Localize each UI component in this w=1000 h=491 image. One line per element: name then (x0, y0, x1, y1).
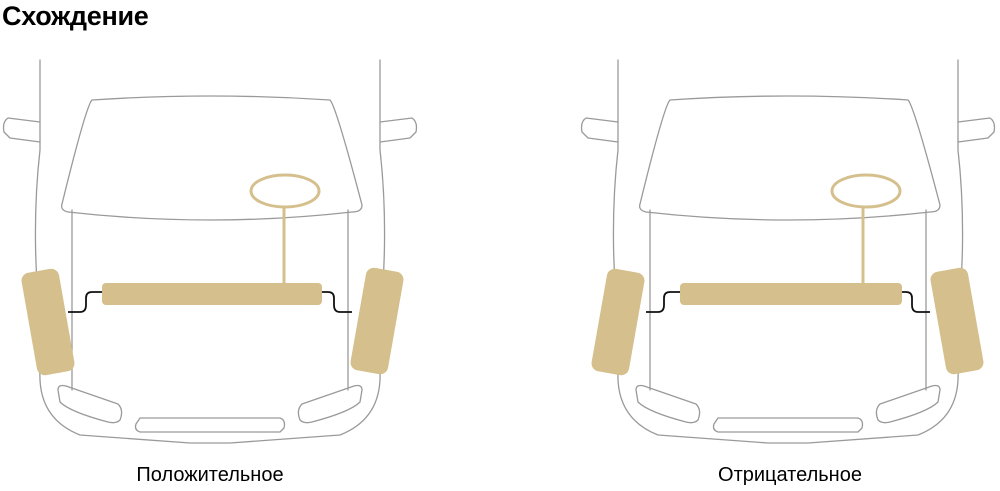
steering-rack (102, 283, 322, 305)
wheel-left (591, 268, 645, 376)
page-title: Схождение (2, 1, 149, 31)
car-diagram-negative (580, 59, 996, 444)
caption-positive: Положительное (136, 464, 284, 486)
callout-ellipse (249, 173, 321, 209)
callout-ellipse (830, 173, 902, 209)
wheel-right (930, 267, 984, 375)
steering-rack (680, 283, 902, 305)
wheel-left (21, 268, 75, 376)
caption-negative: Отрицательное (718, 464, 862, 486)
car-diagram-positive (2, 59, 418, 444)
wheel-right (350, 267, 404, 375)
